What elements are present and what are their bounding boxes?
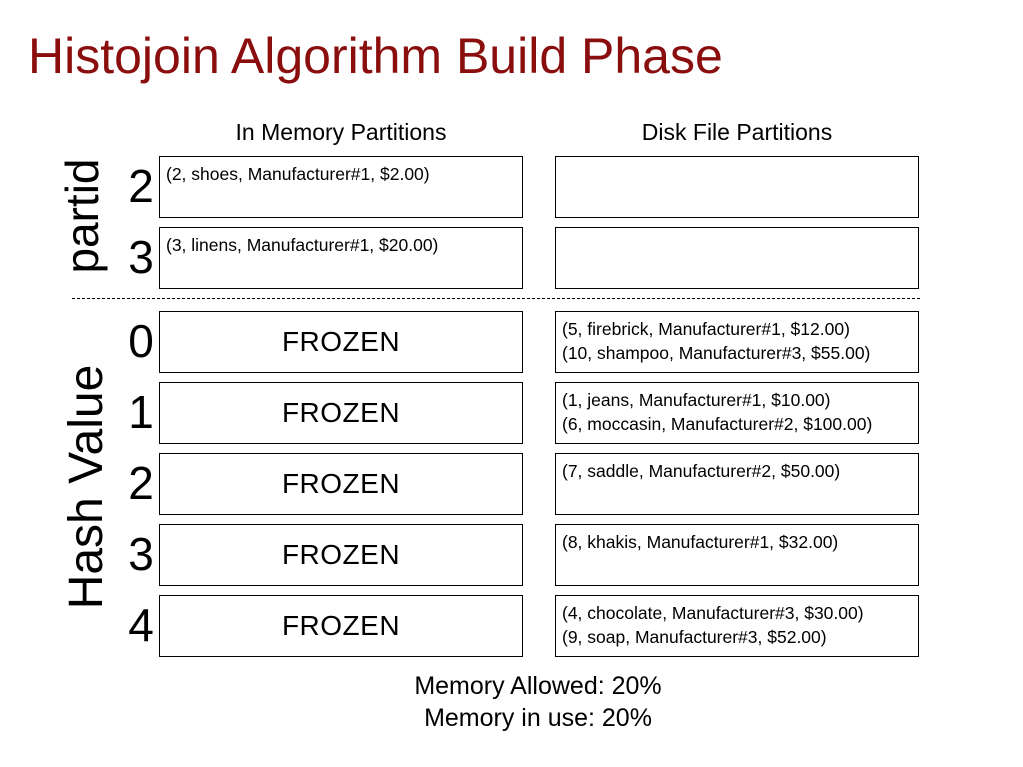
memory-partition-box: (2, shoes, Manufacturer#1, $2.00) [159, 156, 523, 218]
disk-partitions-header: Disk File Partitions [641, 119, 833, 145]
disk-tuple: (7, saddle, Manufacturer#2, $50.00) [562, 461, 841, 481]
frozen-label: FROZEN [281, 397, 401, 428]
disk-partition-box [555, 156, 919, 218]
memory-partition-box: FROZEN [159, 524, 523, 586]
memory-partition-box: (3, linens, Manufacturer#1, $20.00) [159, 227, 523, 289]
partid-row-number: 3 [128, 231, 154, 283]
disk-partition-box: (4, chocolate, Manufacturer#3, $30.00) (9… [555, 595, 919, 657]
frozen-label: FROZEN [281, 326, 401, 357]
partid-axis-label: partid [56, 158, 108, 274]
disk-partition-box: (1, jeans, Manufacturer#1, $10.00) (6, mo… [555, 382, 919, 444]
disk-partition-box: (8, khakis, Manufacturer#1, $32.00) [555, 524, 919, 586]
hash-row-number: 1 [128, 386, 154, 438]
hash-row-number: 2 [128, 457, 154, 509]
disk-tuple: (9, soap, Manufacturer#3, $52.00) [562, 627, 827, 647]
memory-in-use-text: Memory in use: 20% [424, 704, 652, 732]
disk-partition-box [555, 227, 919, 289]
frozen-label: FROZEN [281, 539, 401, 570]
disk-tuple: (6, moccasin, Manufacturer#2, $100.00) [562, 414, 873, 434]
hash-row-number: 4 [128, 599, 154, 651]
memory-tuple: (3, linens, Manufacturer#1, $20.00) [166, 235, 439, 255]
frozen-label: FROZEN [281, 610, 401, 641]
partid-row-number: 2 [128, 160, 154, 212]
disk-tuple: (8, khakis, Manufacturer#1, $32.00) [562, 532, 839, 552]
memory-partition-box: FROZEN [159, 382, 523, 444]
memory-partition-box: FROZEN [159, 595, 523, 657]
disk-partition-box: (5, firebrick, Manufacturer#1, $12.00) (1… [555, 311, 919, 373]
slide-title: Histojoin Algorithm Build Phase [28, 28, 723, 84]
disk-partition-box: (7, saddle, Manufacturer#2, $50.00) [555, 453, 919, 515]
memory-allowed-text: Memory Allowed: 20% [414, 672, 662, 700]
disk-tuple: (5, firebrick, Manufacturer#1, $12.00) [562, 319, 850, 339]
disk-tuple: (4, chocolate, Manufacturer#3, $30.00) [562, 603, 864, 623]
section-divider [72, 298, 920, 299]
memory-partitions-header: In Memory Partitions [235, 119, 447, 145]
hash-row-number: 3 [128, 528, 154, 580]
hash-value-axis-label: Hash Value [60, 364, 113, 610]
memory-partition-box: FROZEN [159, 311, 523, 373]
disk-tuple: (1, jeans, Manufacturer#1, $10.00) [562, 390, 831, 410]
memory-partition-box: FROZEN [159, 453, 523, 515]
hash-row-number: 0 [128, 315, 154, 367]
frozen-label: FROZEN [281, 468, 401, 499]
disk-tuple: (10, shampoo, Manufacturer#3, $55.00) [562, 343, 871, 363]
memory-tuple: (2, shoes, Manufacturer#1, $2.00) [166, 164, 430, 184]
